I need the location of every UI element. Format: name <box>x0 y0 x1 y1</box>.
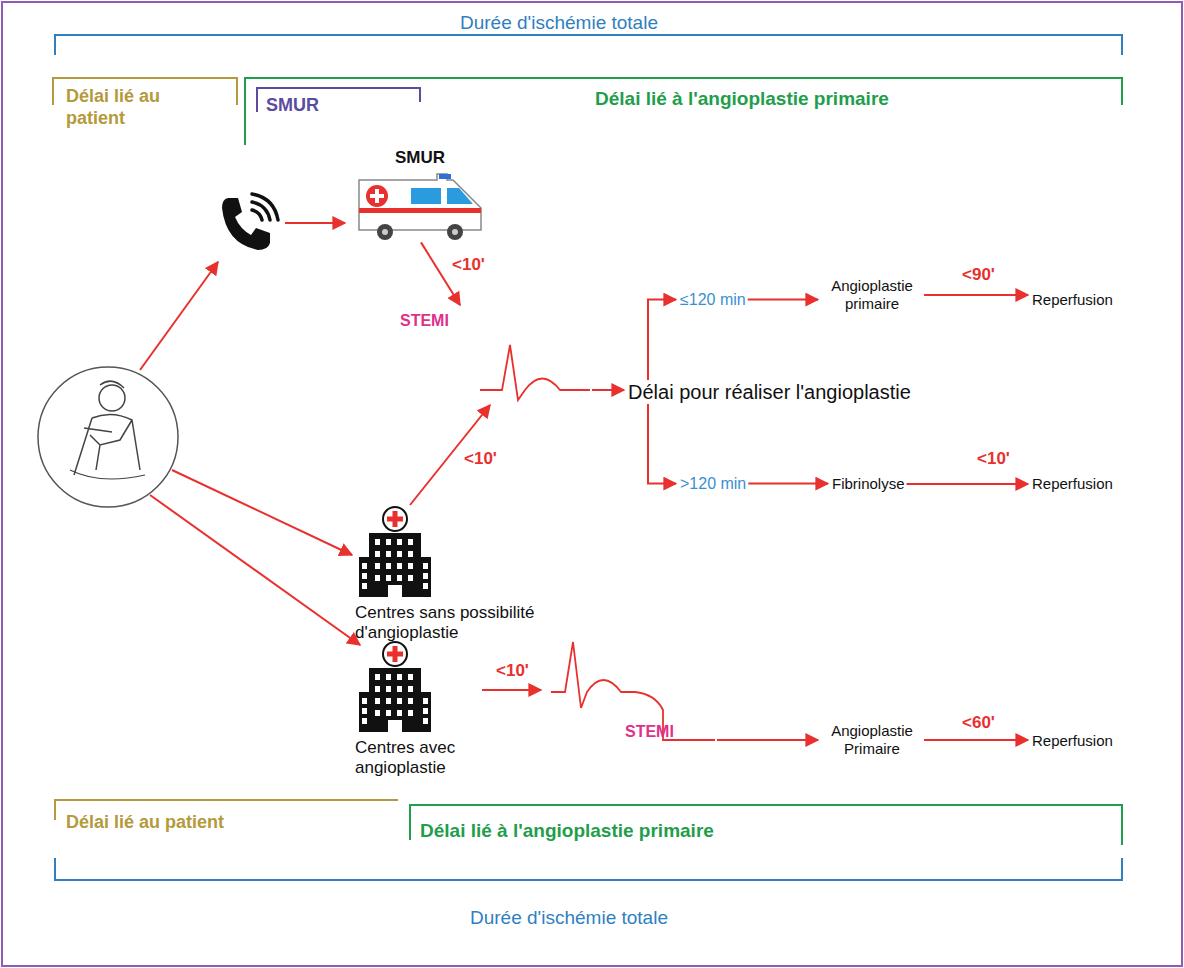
bracket-angioplasty <box>245 78 1122 145</box>
step-text: Fibrinolyse <box>832 475 905 493</box>
flow-arrow <box>748 299 818 301</box>
node-text: Fibrinolyse <box>832 475 905 493</box>
flow-arrow <box>924 294 1028 296</box>
node-text: Délai pour réaliser l'angioplastie <box>628 380 911 404</box>
delay-text: Délai pour réaliser l'angioplastie <box>628 380 911 404</box>
bracket-label: Délai lié au patient <box>66 812 224 834</box>
time-text: ≤120 min <box>680 290 746 309</box>
node-text: Centres sans possibilité d'angioplastie <box>355 603 565 644</box>
hospital-icon <box>355 640 435 732</box>
delay-label: <60' <box>960 714 997 733</box>
bracket-total <box>55 858 1122 880</box>
node-text: Reperfusion <box>1032 475 1113 493</box>
hospital-node: Centres sans possibilité d'angioplastie <box>355 505 565 644</box>
step-text: Reperfusion <box>1032 475 1113 493</box>
stemi-ecg: STEMI <box>545 630 715 748</box>
delay-label: <10' <box>975 450 1012 469</box>
node-text: Centres avec angioplastie <box>355 738 480 779</box>
bracket-label: Durée d'ischémie totale <box>470 907 668 930</box>
step-text: Angioplastie Primaire <box>822 722 922 758</box>
phone-icon <box>222 194 278 250</box>
bracket-label: Délai lié à l'angioplastie primaire <box>595 88 889 111</box>
delay-label: <10' <box>494 662 531 681</box>
node-text: Angioplastie primaire <box>822 277 922 313</box>
node-text: Reperfusion <box>1032 732 1113 750</box>
node-text: STEMI <box>625 722 674 741</box>
flow-arrow <box>648 300 676 380</box>
bracket-total <box>55 35 1122 55</box>
node-text: Reperfusion <box>1032 291 1113 309</box>
bracket-label: SMUR <box>266 95 319 117</box>
node-text: ≤120 min <box>680 290 746 309</box>
bracket-label: Délai lié à l'angioplastie primaire <box>420 820 714 843</box>
step-text: Angioplastie primaire <box>822 277 922 313</box>
hospital-icon <box>355 505 435 597</box>
hospital-node: Centres avec angioplastie <box>355 640 480 779</box>
stemi-ecg: STEMI <box>400 305 590 405</box>
step-text: Reperfusion <box>1032 291 1113 309</box>
flow-arrow <box>592 389 624 391</box>
flow-arrow <box>907 483 1028 485</box>
node-text: SMUR <box>355 148 485 168</box>
node-text: STEMI <box>400 311 449 330</box>
node-text: >120 min <box>680 474 746 493</box>
flow-arrow <box>648 404 676 484</box>
flow-arrow <box>482 689 541 691</box>
flow-arrow <box>717 739 818 741</box>
step-text: Reperfusion <box>1032 732 1113 750</box>
ambulance-node: SMUR <box>355 148 485 242</box>
bracket-angioplasty <box>410 805 1122 845</box>
time-text: >120 min <box>680 474 746 493</box>
flow-arrow <box>748 483 828 485</box>
bracket-label: Délai lié au patient <box>66 86 206 129</box>
flow-arrow <box>924 739 1028 741</box>
bracket-label: Durée d'ischémie totale <box>460 12 658 35</box>
node-text: Angioplastie Primaire <box>822 722 922 758</box>
ecg-trace <box>480 305 590 405</box>
delay-label: <90' <box>960 266 997 285</box>
layout-arrow <box>140 223 360 645</box>
ambulance-icon <box>355 170 485 242</box>
delay-label: <10' <box>462 450 499 469</box>
patient-figure <box>38 367 178 507</box>
delay-label: <10' <box>450 256 487 275</box>
